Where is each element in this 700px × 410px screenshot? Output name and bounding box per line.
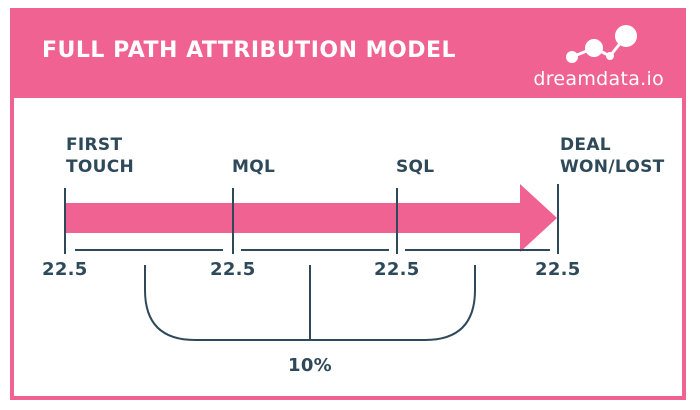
- middle-share-value: 10%: [288, 355, 332, 376]
- stage-value-sql: 22.5: [374, 259, 420, 280]
- stage-label-mql: MQL: [232, 157, 276, 177]
- molecule-logo-icon: [566, 25, 637, 63]
- stage-value-deal: 22.5: [535, 259, 581, 280]
- stage-value-mql: 22.5: [210, 259, 256, 280]
- brand-logo: dreamdata.io: [524, 22, 664, 92]
- journey-arrow-body: [64, 203, 524, 233]
- page-title: FULL PATH ATTRIBUTION MODEL: [42, 38, 457, 63]
- stage-value-first-touch: 22.5: [42, 259, 88, 280]
- header-banner: FULL PATH ATTRIBUTION MODEL dreamdata.io: [14, 12, 682, 98]
- journey-arrow-head: [520, 184, 557, 252]
- stage-label-deal-won-lost: DEAL WON/LOST: [560, 135, 665, 177]
- brand-name: dreamdata.io: [533, 68, 664, 90]
- stage-label-first-touch: FIRST TOUCH: [66, 135, 135, 177]
- stage-label-sql: SQL: [396, 157, 435, 177]
